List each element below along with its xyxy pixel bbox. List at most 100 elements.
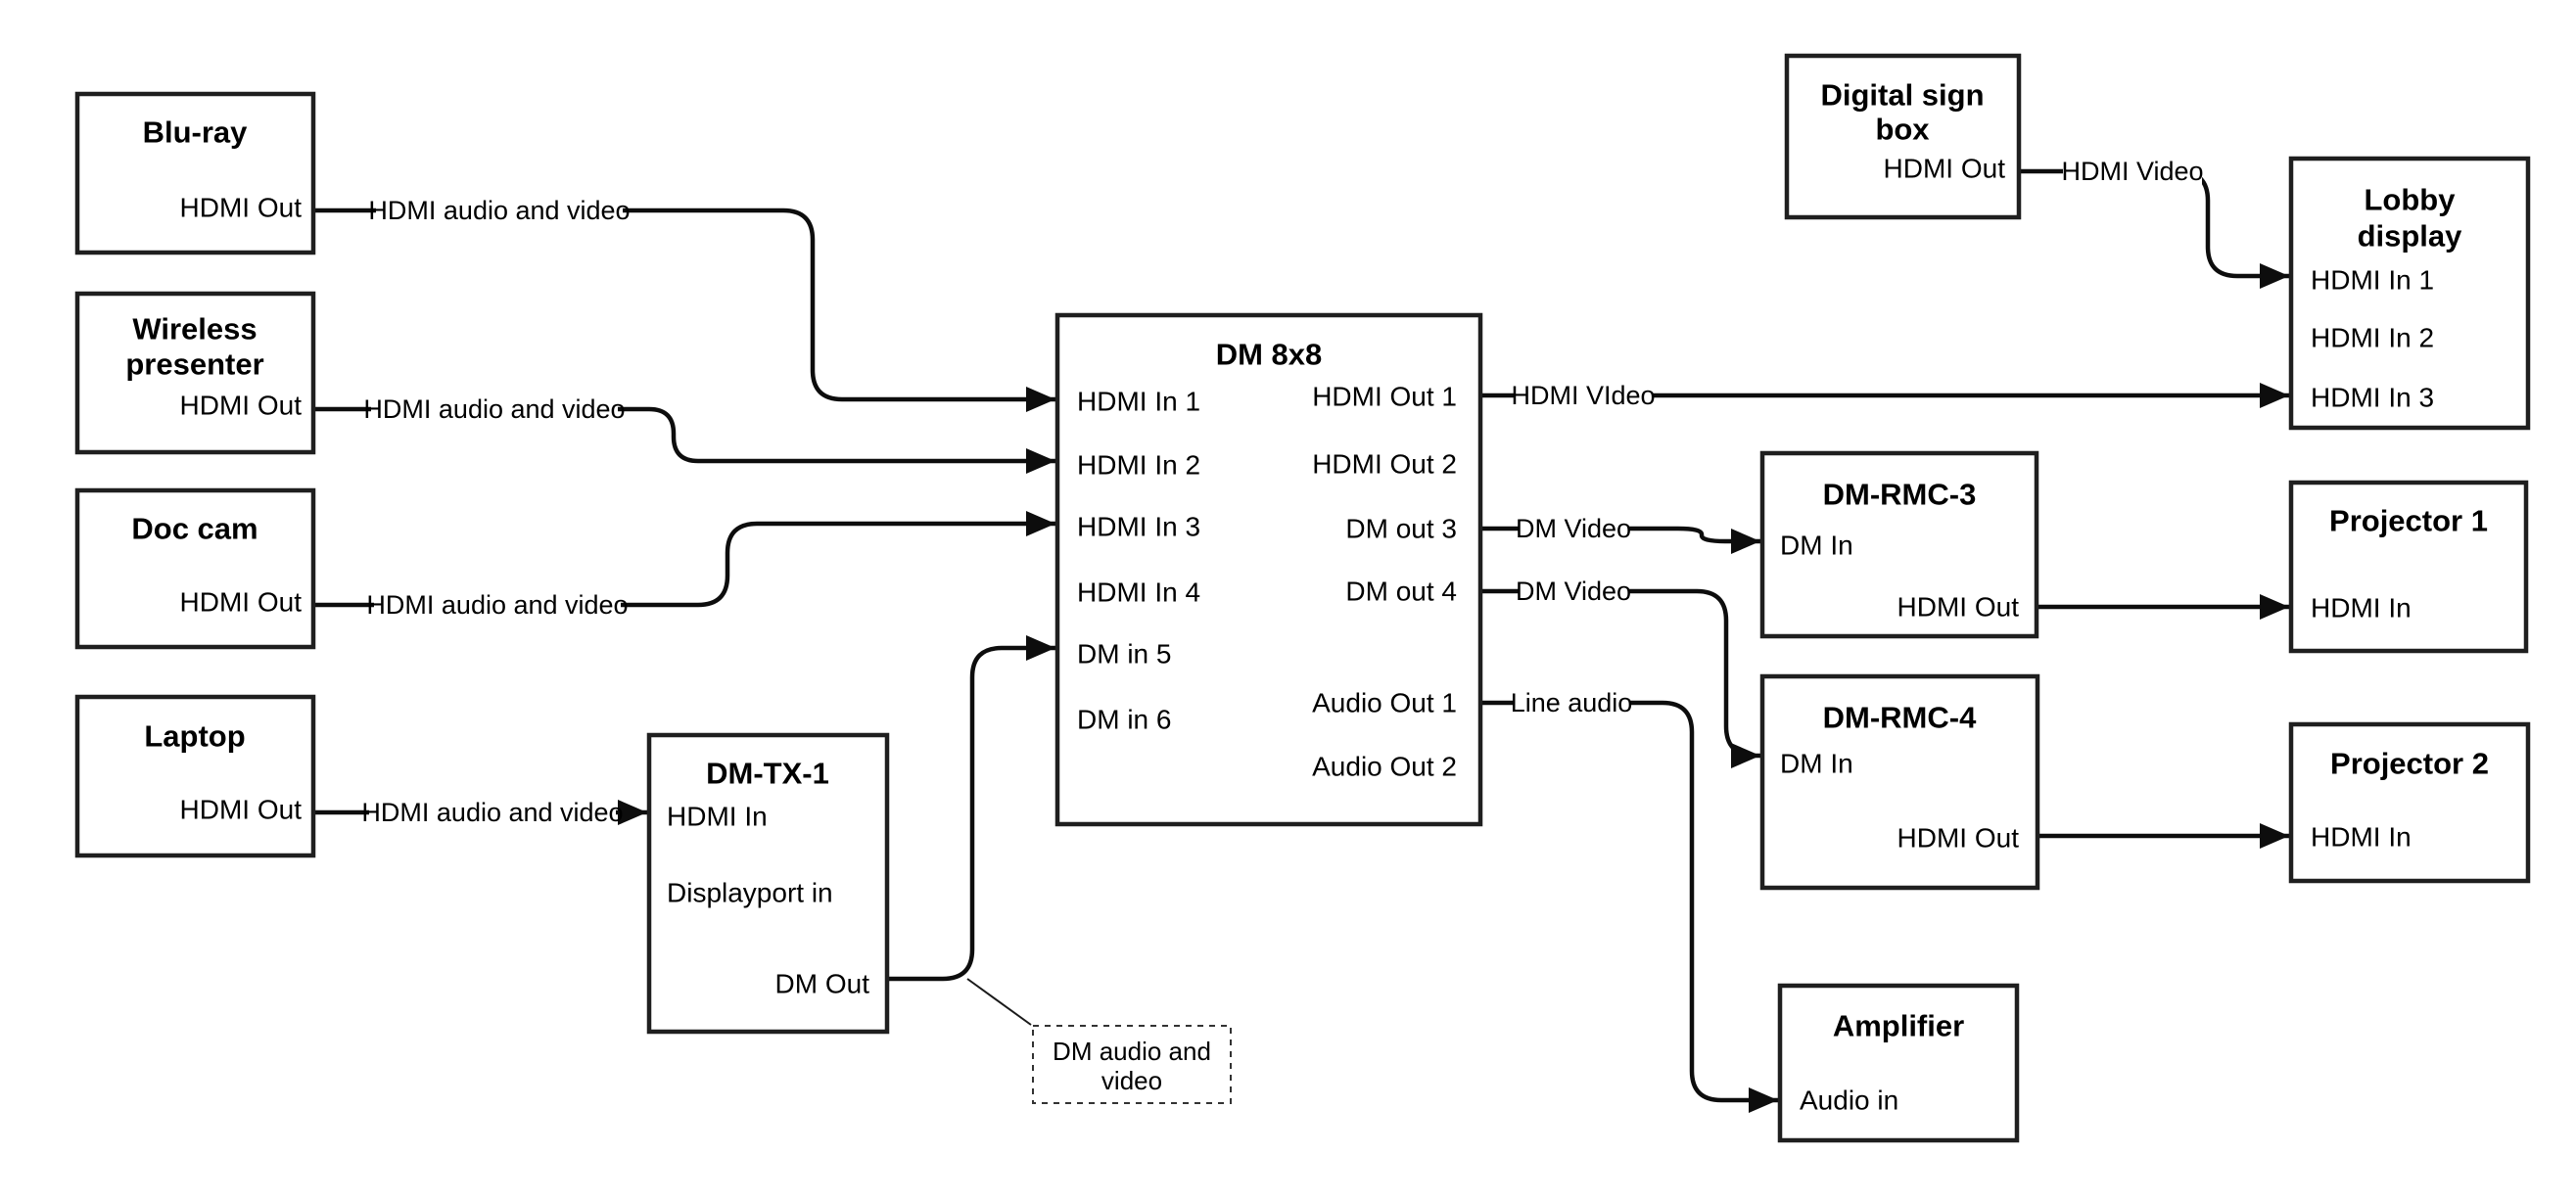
digital-sign-title-line1: Digital sign (1820, 78, 1984, 113)
edge-dm8x8-audio-out1-to-amp-audio-in (1480, 700, 1778, 1113)
svg-text:DM Video: DM Video (1516, 514, 1631, 543)
node-laptop: Laptop HDMI Out (74, 694, 316, 858)
node-amplifier: Amplifier Audio in (1777, 983, 2020, 1143)
dmtx1-box (646, 732, 890, 1035)
rmc4-port-hdmi-out: HDMI Out (1897, 823, 2020, 854)
edge-label-line-audio: Line audio (1511, 685, 1633, 720)
bluray-box (74, 91, 316, 255)
edge-dm8x8-dm-out4-to-rmc4-dm-in (1480, 588, 1760, 768)
lobby-box (2288, 156, 2531, 431)
proj1-port-hdmi-in: HDMI In (2311, 593, 2412, 624)
digital-sign-port-hdmi-out: HDMI Out (1884, 154, 2006, 184)
note-callout-line (966, 978, 1032, 1026)
edge-doccam-to-dm8x8-hdmi-in3 (313, 511, 1055, 608)
svg-text:HDMI audio and video: HDMI audio and video (368, 196, 630, 225)
dmtx1-port-displayport-in: Displayport in (667, 878, 833, 908)
dm8x8-port-audio-out-1: Audio Out 1 (1312, 688, 1457, 718)
edge-dmtx1-dmout-to-dm8x8-dm-in5 (887, 635, 1055, 982)
dm8x8-port-dm-in-6: DM in 6 (1077, 705, 1171, 735)
note-box (1032, 1025, 1232, 1104)
node-dmtx1: DM-TX-1 HDMI In Displayport in DM Out (646, 732, 890, 1035)
lobby-port-hdmi-in-3: HDMI In 3 (2311, 383, 2434, 413)
dm8x8-port-hdmi-in-1: HDMI In 1 (1077, 387, 1200, 417)
svg-text:DM Video: DM Video (1516, 577, 1631, 606)
rmc3-title: DM-RMC-3 (1823, 478, 1977, 512)
lobby-title-line2: display (2358, 219, 2463, 254)
bluray-port-hdmi-out: HDMI Out (180, 193, 303, 223)
doccam-title: Doc cam (131, 512, 258, 546)
note-text-line1: DM audio and (1053, 1037, 1211, 1066)
edge-labels: HDMI audio and video HDMI audio and vide… (361, 154, 2204, 830)
rmc3-box (1759, 450, 2039, 639)
rmc3-port-dm-in: DM In (1780, 531, 1853, 561)
edge-label-bluray: HDMI audio and video (368, 193, 631, 228)
amp-title: Amplifier (1833, 1009, 1964, 1043)
dmtx1-port-hdmi-in: HDMI In (667, 802, 768, 832)
wireless-port-hdmi-out: HDMI Out (180, 391, 303, 421)
node-digital-sign-box: Digital sign box HDMI Out (1784, 53, 2022, 220)
node-projector-2: Projector 2 HDMI In (2288, 721, 2531, 884)
edge-label-dm-video-out3: DM Video (1516, 511, 1631, 546)
node-dm8x8: DM 8x8 HDMI In 1 HDMI In 2 HDMI In 3 HDM… (1054, 312, 1483, 827)
proj1-title: Projector 1 (2329, 504, 2488, 538)
dm8x8-port-hdmi-out-2: HDMI Out 2 (1312, 449, 1457, 480)
wireless-title-line1: Wireless (132, 312, 257, 346)
rmc4-box (1759, 673, 2040, 891)
amp-box (1777, 983, 2020, 1143)
wireless-box (74, 291, 316, 455)
edge-wireless-to-dm8x8-hdmi-in2 (313, 406, 1055, 474)
dm8x8-port-audio-out-2: Audio Out 2 (1312, 752, 1457, 782)
edge-label-wireless: HDMI audio and video (363, 392, 626, 427)
node-doccam: Doc cam HDMI Out (74, 487, 316, 650)
dm8x8-port-hdmi-in-2: HDMI In 2 (1077, 450, 1200, 481)
lobby-port-hdmi-in-1: HDMI In 1 (2311, 265, 2434, 296)
edge-label-hdmi-video-out1: HDMI VIdeo (1511, 378, 1656, 413)
amp-port-audio-in: Audio in (1800, 1086, 1898, 1116)
note-text-line2: video (1101, 1066, 1162, 1095)
laptop-box (74, 694, 316, 858)
note-dm-audio-video: DM audio and video (966, 978, 1232, 1104)
wireless-title-line2: presenter (125, 347, 263, 382)
dmtx1-title: DM-TX-1 (706, 757, 829, 791)
node-lobby-display: Lobby display HDMI In 1 HDMI In 2 HDMI I… (2288, 156, 2531, 431)
svg-text:HDMI audio and video: HDMI audio and video (366, 590, 628, 620)
dm8x8-port-dm-out-3: DM out 3 (1345, 514, 1457, 544)
node-wireless-presenter: Wireless presenter HDMI Out (74, 291, 316, 455)
dmtx1-port-dm-out: DM Out (775, 969, 870, 999)
node-projector-1: Projector 1 HDMI In (2288, 480, 2529, 654)
lobby-port-hdmi-in-2: HDMI In 2 (2311, 323, 2434, 353)
edge-label-hdmi-video-sign: HDMI Video (2061, 154, 2204, 189)
laptop-port-hdmi-out: HDMI Out (180, 795, 303, 825)
svg-text:HDMI VIdeo: HDMI VIdeo (1511, 381, 1655, 410)
dm8x8-title: DM 8x8 (1216, 338, 1323, 372)
rmc3-port-hdmi-out: HDMI Out (1897, 592, 2020, 623)
node-dm-rmc-4: DM-RMC-4 DM In HDMI Out (1759, 673, 2040, 891)
edge-bluray-to-dm8x8-hdmi-in1 (313, 208, 1055, 412)
dm8x8-port-hdmi-in-3: HDMI In 3 (1077, 512, 1200, 542)
laptop-title: Laptop (144, 719, 245, 754)
edge-label-doccam: HDMI audio and video (366, 587, 629, 623)
dm8x8-port-hdmi-out-1: HDMI Out 1 (1312, 382, 1457, 412)
rmc4-port-dm-in: DM In (1780, 749, 1853, 779)
digital-sign-title-line2: box (1875, 113, 1930, 147)
doccam-box (74, 487, 316, 650)
edge-label-laptop: HDMI audio and video (361, 795, 624, 830)
proj1-box (2288, 480, 2529, 654)
svg-text:HDMI audio and video: HDMI audio and video (361, 798, 623, 827)
dm8x8-port-dm-in-5: DM in 5 (1077, 639, 1171, 670)
bluray-title: Blu-ray (143, 115, 249, 150)
rmc4-title: DM-RMC-4 (1823, 701, 1977, 735)
node-dm-rmc-3: DM-RMC-3 DM In HDMI Out (1759, 450, 2039, 639)
dm8x8-box (1054, 312, 1483, 827)
svg-text:HDMI Video: HDMI Video (2061, 157, 2203, 186)
edge-dm8x8-dm-out3-to-rmc3-dm-in (1480, 526, 1760, 554)
proj2-port-hdmi-in: HDMI In (2311, 822, 2412, 853)
proj2-box (2288, 721, 2531, 884)
digital-sign-box (1784, 53, 2022, 220)
svg-text:Line audio: Line audio (1511, 688, 1633, 717)
dm8x8-port-hdmi-in-4: HDMI In 4 (1077, 577, 1200, 608)
dm8x8-port-dm-out-4: DM out 4 (1345, 577, 1457, 607)
node-bluray: Blu-ray HDMI Out (74, 91, 316, 255)
edge-label-dm-video-out4: DM Video (1516, 574, 1631, 609)
